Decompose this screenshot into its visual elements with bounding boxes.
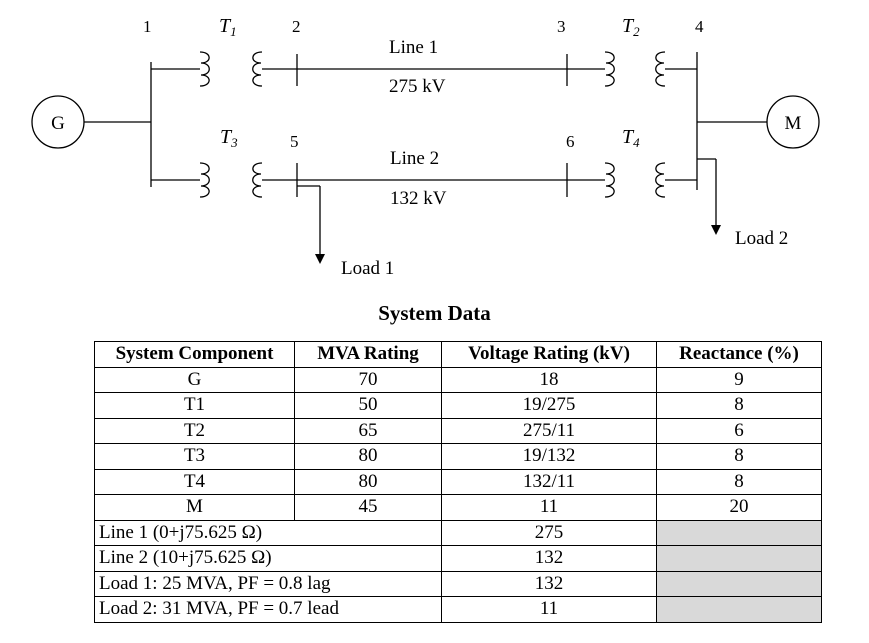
motor-symbol: [766, 95, 820, 149]
t4-label-main: T: [622, 126, 635, 148]
t2-label: T2: [622, 15, 640, 39]
bus-6-label: 6: [566, 132, 575, 151]
t3-winding-secondary: [252, 162, 263, 198]
table-title: System Data: [378, 301, 491, 325]
bus-3-label: 3: [557, 17, 566, 36]
mva-cell: 50: [294, 392, 442, 419]
voltage-cell: 132: [441, 545, 657, 572]
table-row: T2 65 275/11 6: [94, 417, 822, 444]
table-row: G 70 18 9: [94, 366, 822, 393]
component-cell: M: [94, 494, 295, 521]
bus-5-label: 5: [290, 132, 299, 151]
header-system-component: System Component: [94, 341, 295, 368]
mva-cell: 45: [294, 494, 442, 521]
extra-label-cell: Load 2: 31 MVA, PF = 0.7 lead: [94, 596, 442, 623]
line-2-voltage: 132 kV: [390, 188, 447, 209]
table-header-row: System Component MVA Rating Voltage Rati…: [94, 341, 822, 368]
reactance-cell: 8: [656, 443, 822, 470]
t3-label-sub: 3: [230, 135, 238, 150]
bus-1-label: 1: [143, 17, 152, 36]
extra-label-cell: Line 2 (10+j75.625 Ω): [94, 545, 442, 572]
component-cell: T3: [94, 443, 295, 470]
t2-label-main: T: [622, 15, 635, 37]
shaded-empty-cell: [656, 570, 822, 597]
header-mva-rating: MVA Rating: [294, 341, 442, 368]
component-cell: T1: [94, 392, 295, 419]
extra-label-cell: Line 1 (0+j75.625 Ω): [94, 519, 442, 546]
single-line-diagram: 1 2 3 4 5 6 T1 T2 T3 T4 Line 1 275 kV Li…: [31, 15, 820, 279]
mva-cell: 80: [294, 468, 442, 495]
t4-winding-primary: [604, 162, 615, 198]
reactance-cell: 20: [656, 494, 822, 521]
t2-winding-secondary: [655, 51, 666, 87]
table-row: T1 50 19/275 8: [94, 392, 822, 419]
t1-label-sub: 1: [230, 24, 237, 39]
load-2-arrow-icon: [711, 225, 721, 235]
bus-2-label: 2: [292, 17, 301, 36]
t4-label: T4: [622, 126, 640, 150]
table-row: Line 1 (0+j75.625 Ω) 275: [94, 519, 822, 546]
voltage-cell: 19/132: [441, 443, 657, 470]
component-cell: G: [94, 366, 295, 393]
table-row: Load 2: 31 MVA, PF = 0.7 lead 11: [94, 596, 822, 623]
voltage-cell: 11: [441, 596, 657, 623]
shaded-empty-cell: [656, 596, 822, 623]
component-cell: T2: [94, 417, 295, 444]
header-voltage-rating: Voltage Rating (kV): [441, 341, 657, 368]
shaded-empty-cell: [656, 545, 822, 572]
t4-winding-secondary: [655, 162, 666, 198]
t2-winding-primary: [604, 51, 615, 87]
table-row: M 45 11 20: [94, 494, 822, 521]
table-row: Load 1: 25 MVA, PF = 0.8 lag 132: [94, 570, 822, 597]
t3-label: T3: [220, 126, 238, 150]
reactance-cell: 8: [656, 468, 822, 495]
extra-label-cell: Load 1: 25 MVA, PF = 0.8 lag: [94, 570, 442, 597]
t4-label-sub: 4: [633, 135, 640, 150]
load-1-label: Load 1: [341, 258, 394, 279]
mva-cell: 70: [294, 366, 442, 393]
system-data-table: System Component MVA Rating Voltage Rati…: [94, 341, 822, 623]
line-2-name: Line 2: [390, 148, 439, 169]
line-1-voltage: 275 kV: [389, 76, 446, 97]
t1-winding-primary: [199, 51, 210, 87]
reactance-cell: 8: [656, 392, 822, 419]
t2-label-sub: 2: [633, 24, 640, 39]
voltage-cell: 275/11: [441, 417, 657, 444]
t3-label-main: T: [220, 126, 233, 148]
bus-4-label: 4: [695, 17, 704, 36]
component-cell: T4: [94, 468, 295, 495]
line-1-name: Line 1: [389, 37, 438, 58]
shaded-empty-cell: [656, 519, 822, 546]
t1-label: T1: [219, 15, 237, 39]
mva-cell: 80: [294, 443, 442, 470]
table-row: T3 80 19/132 8: [94, 443, 822, 470]
table-row: T4 80 132/11 8: [94, 468, 822, 495]
motor-label: M: [785, 113, 802, 134]
load-2-label: Load 2: [735, 228, 788, 249]
header-reactance: Reactance (%): [656, 341, 822, 368]
voltage-cell: 275: [441, 519, 657, 546]
voltage-cell: 18: [441, 366, 657, 393]
generator-label: G: [51, 113, 65, 134]
voltage-cell: 11: [441, 494, 657, 521]
voltage-cell: 19/275: [441, 392, 657, 419]
voltage-cell: 132: [441, 570, 657, 597]
mva-cell: 65: [294, 417, 442, 444]
t1-winding-secondary: [252, 51, 263, 87]
load-1-arrow-icon: [315, 254, 325, 264]
table-row: Line 2 (10+j75.625 Ω) 132: [94, 545, 822, 572]
t1-label-main: T: [219, 15, 232, 37]
t3-winding-primary: [199, 162, 210, 198]
voltage-cell: 132/11: [441, 468, 657, 495]
reactance-cell: 6: [656, 417, 822, 444]
reactance-cell: 9: [656, 366, 822, 393]
